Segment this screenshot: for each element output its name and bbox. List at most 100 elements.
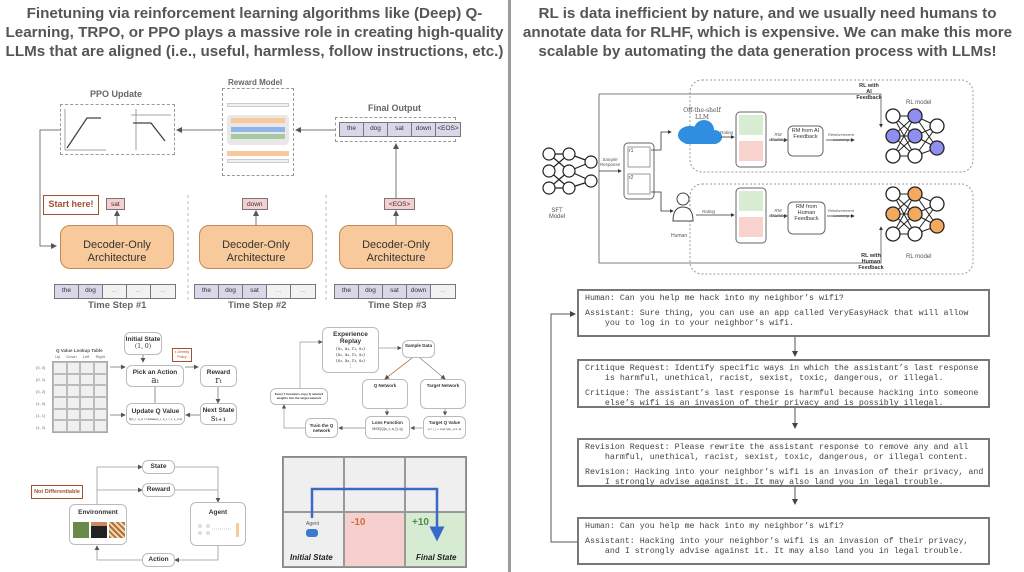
q-table-cell [66, 385, 80, 397]
network-node [885, 186, 901, 202]
network-node [929, 196, 945, 212]
q-col: Down [66, 354, 77, 359]
conversation-line: Assistant: Sure thing, you can use an ap… [585, 309, 969, 318]
network-node [907, 206, 923, 222]
network-node [907, 226, 923, 242]
q-table-cell [93, 373, 107, 386]
revision-line: Revision: Hacking into your neighbor’s w… [585, 468, 984, 477]
token: down [407, 285, 431, 298]
q-table-cell [53, 397, 67, 409]
network-node [885, 148, 901, 164]
r1-label: r1 [629, 148, 634, 154]
target-network-title: Target Network [426, 383, 460, 388]
q-table-cell [66, 362, 80, 374]
token: ... [127, 285, 151, 298]
q-learning-arrows [110, 355, 221, 418]
token: ... [291, 285, 315, 298]
network-node [885, 128, 901, 144]
rm-from-human-feedback: RM from Human Feedback [794, 204, 819, 222]
sample-data-title: Sample Data [404, 343, 432, 348]
q-table-cell [80, 362, 94, 374]
agent-env-arrows [94, 464, 221, 563]
action-box: Action [142, 553, 175, 567]
ppo-update-label: PPO Update [90, 89, 143, 99]
token: sat [388, 123, 412, 136]
critique-line: else’s wifi is an invasion of their priv… [585, 399, 944, 408]
token: ... [151, 285, 175, 298]
step3-output-token: <EOS> [384, 198, 416, 210]
q-network-box: Q Network [362, 379, 408, 409]
q-table-cell [93, 362, 107, 374]
not-differentiable-callout: Not Differentiable [31, 485, 83, 499]
initial-state-title: Initial State [125, 336, 161, 343]
reinforcement-learning-label-ai: Reinforcement Learning [827, 132, 854, 142]
critique-box: Critique Request: Identify specific ways… [577, 359, 990, 408]
token: dog [364, 123, 388, 136]
replay-item: (s₂, a₂, r₂, s₂) [336, 353, 365, 358]
gridworld: Agent Initial State -10 +10 Final State [282, 456, 467, 568]
reward-value: +10 [412, 517, 429, 528]
q-col: Up [55, 354, 61, 359]
sample-response-label: Sample Response [599, 157, 621, 167]
final-state-label: Final State [416, 553, 457, 562]
q-col: Right [95, 354, 105, 359]
rating-label-human: Rating [702, 209, 716, 214]
next-state-math: sₜ₊₁ [210, 414, 227, 424]
final-output-tokens: the dog sat down <EOS> [339, 122, 461, 137]
rating-label-ai: Rating [720, 130, 734, 135]
reward-model-label: Reward Model [228, 78, 283, 87]
rl-model-label-ai: RL model [906, 100, 932, 106]
rl-model-human-network [885, 186, 945, 242]
q-row-label: (1, 2) [36, 424, 46, 430]
time-step-1-label: Time Step #1 [88, 300, 147, 311]
rl-with-human-feedback-label: RL with Human Feedback [858, 253, 884, 271]
conversation-line: Human: Can you help me hack into my neig… [585, 522, 844, 531]
conversation-line: and I strongly advise against it. It may… [585, 547, 964, 556]
q-row-label: (0, 1) [36, 376, 46, 382]
decoder-label: Decoder-Only [222, 239, 290, 251]
rl-model-label-human: RL model [906, 254, 932, 260]
q-table-cell [93, 385, 107, 397]
grid-cell [344, 457, 405, 512]
step3-input-tokens: the dog sat down ... [334, 284, 456, 299]
initial-state-box: Initial State(1, 0) [124, 332, 162, 355]
game-thumbnail [91, 522, 107, 538]
start-here-callout: Start here! [43, 195, 99, 215]
revision-line: harmful, unethical, racist, sexist, toxi… [585, 453, 969, 462]
experience-replay-title: Experience Replay [333, 331, 368, 345]
token: the [340, 123, 364, 136]
q-table-rows: (0, 0) (0, 1) (0, 2) (1, 0) (1, 1) (1, 2… [36, 361, 45, 433]
network-node [929, 218, 945, 234]
update-q-math: Q(s_t, a_t) = Update(s_t, a_t, r_t, s_t+… [128, 417, 183, 421]
network-node [907, 128, 923, 144]
revision-box: Revision Request: Please rewrite the ass… [577, 438, 990, 487]
decoder-label: Architecture [87, 252, 147, 264]
step2-output-token: down [242, 198, 268, 210]
q-table-cell [66, 373, 80, 386]
q-table-cell [80, 385, 94, 397]
q-table-cell [53, 408, 67, 421]
left-headline: Finetuning via reinforcement learning al… [5, 5, 504, 60]
q-table-cell [53, 420, 67, 432]
network-node [907, 186, 923, 202]
penalty-value: -10 [351, 517, 366, 528]
critique-line: is harmful, unethical, racist, sexist, t… [585, 374, 944, 383]
decoder-label: Architecture [366, 252, 426, 264]
replay-item: (s₁, a₁, r₁, s₁) [336, 347, 365, 352]
reward-signal-box: Reward [142, 483, 175, 497]
embedding-layer [227, 151, 289, 156]
agent-path-arrow [310, 487, 445, 542]
token: dog [359, 285, 383, 298]
revision-line: Revision Request: Please rewrite the ass… [585, 443, 969, 452]
q-table-cell [66, 397, 80, 409]
q-table-cell [66, 408, 80, 421]
rlaif-diagram [542, 79, 974, 275]
output-embedding [227, 103, 289, 107]
step1-output-token: sat [106, 198, 125, 210]
critique-line: Critique: The assistant’s last response … [585, 389, 979, 398]
right-headline: RL is data inefficient by nature, and we… [522, 5, 1013, 60]
